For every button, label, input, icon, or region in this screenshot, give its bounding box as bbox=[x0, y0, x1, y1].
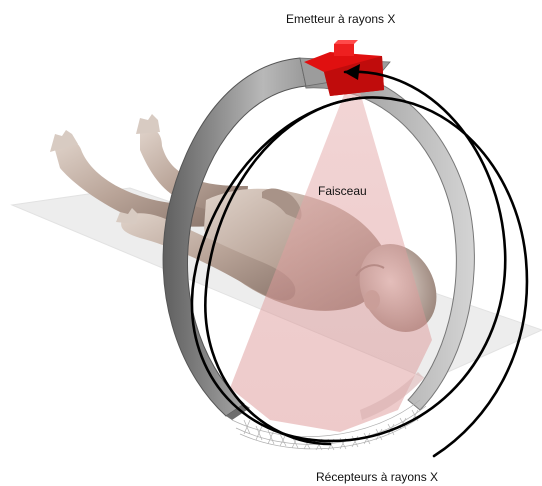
beam-label: Faisceau bbox=[318, 184, 367, 198]
receivers-label: Récepteurs à rayons X bbox=[316, 470, 438, 484]
emitter-label: Emetteur à rayons X bbox=[286, 12, 395, 26]
